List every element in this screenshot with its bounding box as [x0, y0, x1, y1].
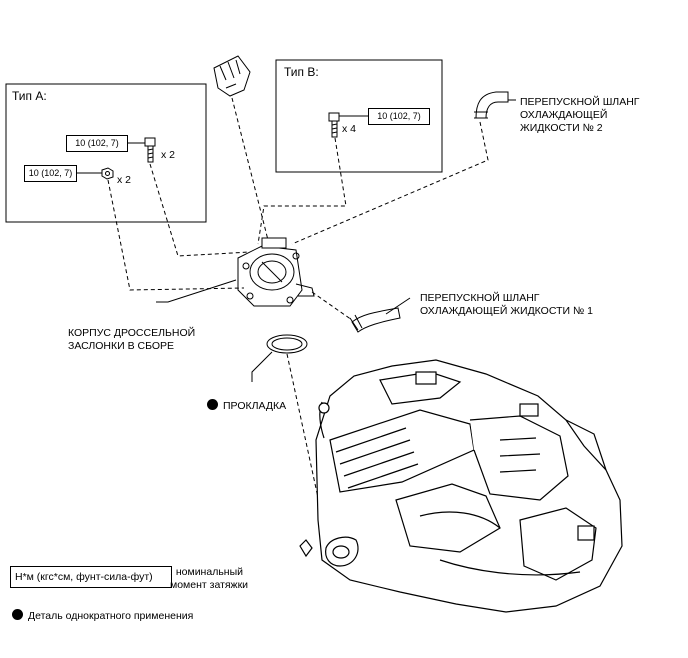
connector-icon	[213, 55, 251, 97]
gasket-label: ПРОКЛАДКА	[207, 399, 286, 413]
engine-icon	[299, 359, 623, 613]
non-reusable-dot-icon	[207, 399, 218, 410]
throttle-body-icon	[237, 237, 315, 307]
type-b-title: Тип B:	[284, 65, 319, 79]
throttle-body-label: КОРПУС ДРОССЕЛЬНОЙ ЗАСЛОНКИ В СБОРЕ	[68, 327, 196, 352]
coolant-hose-1-icon	[349, 307, 401, 333]
bolt-icon	[328, 112, 340, 138]
legend-non-reusable: Деталь однократного применения	[12, 609, 193, 623]
coolant-hose-1-label: ПЕРЕПУСКНОЙ ШЛАНГ ОХЛАЖДАЮЩЕЙ ЖИДКОСТИ №…	[420, 292, 593, 317]
gasket-icon	[266, 334, 308, 354]
type-a-bolt-qty: x 2	[161, 149, 176, 161]
type-b-bolt-torque: 10 (102, 7)	[368, 108, 430, 125]
type-b-frame	[275, 59, 443, 173]
nut-icon	[101, 167, 114, 180]
coolant-hose-2-label: ПЕРЕПУСКНОЙ ШЛАНГ ОХЛАЖДАЮЩЕЙ ЖИДКОСТИ №…	[520, 96, 640, 134]
gasket-label-text: ПРОКЛАДКА	[223, 400, 287, 412]
type-a-bolt-torque: 10 (102, 7)	[66, 135, 128, 152]
type-b-bolt-qty: x 4	[342, 123, 357, 135]
type-a-nut-torque: 10 (102, 7)	[24, 165, 77, 182]
coolant-hose-2-icon	[474, 91, 509, 119]
type-a-title: Тип A:	[12, 89, 47, 103]
legend-non-reusable-text: Деталь однократного применения	[28, 610, 194, 622]
non-reusable-dot-icon	[12, 609, 23, 620]
bolt-icon	[144, 137, 156, 163]
legend-torque-units: Н*м (кгс*см, фунт-сила-фут)	[10, 566, 172, 588]
type-a-frame	[5, 83, 207, 223]
type-a-nut-qty: x 2	[117, 174, 132, 186]
legend-torque-description: : номинальный момент затяжки	[170, 566, 249, 591]
